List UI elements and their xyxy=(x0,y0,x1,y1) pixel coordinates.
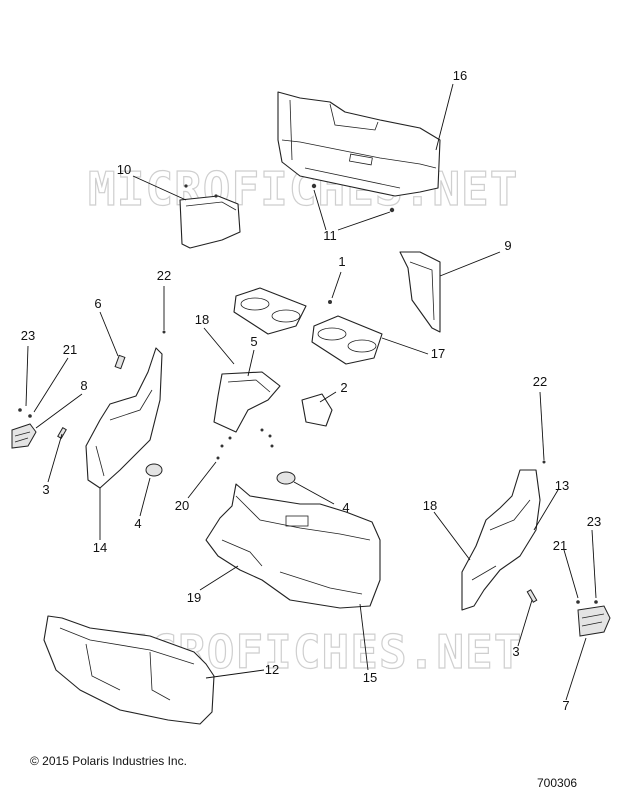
callout-10: 10 xyxy=(117,162,131,177)
callout-3-left: 3 xyxy=(42,482,49,497)
part-2-bracket xyxy=(301,393,333,427)
callout-21-right: 21 xyxy=(553,538,567,553)
callout-19: 19 xyxy=(187,590,201,605)
callout-9: 9 xyxy=(504,238,511,253)
callout-6: 6 xyxy=(94,296,101,311)
part-10-left-bracket xyxy=(179,184,241,249)
callout-7: 7 xyxy=(562,698,569,713)
callout-18-left: 18 xyxy=(195,312,209,327)
leader-lines xyxy=(25,83,597,701)
callout-20: 20 xyxy=(175,498,189,513)
callout-14: 14 xyxy=(93,540,107,555)
callout-18-right: 18 xyxy=(423,498,437,513)
fastener-22-right xyxy=(542,460,546,464)
callout-15: 15 xyxy=(363,670,377,685)
part-3-pin-left xyxy=(57,426,67,440)
diagram-number: 700306 xyxy=(537,776,578,790)
callout-5: 5 xyxy=(250,334,257,349)
callout-3-right: 3 xyxy=(512,644,519,659)
part-4-grommet-center xyxy=(276,471,296,485)
callout-2: 2 xyxy=(340,380,347,395)
part-14-left-side-panel xyxy=(85,347,163,489)
part-6-clip xyxy=(114,354,126,370)
callout-11: 11 xyxy=(323,228,337,243)
fastener-1 xyxy=(328,300,332,304)
callout-21-left: 21 xyxy=(63,342,77,357)
fastener-11b xyxy=(389,207,395,213)
part-7-handle-right xyxy=(577,605,611,637)
callout-22-right: 22 xyxy=(533,374,547,389)
callout-4-center: 4 xyxy=(342,500,349,515)
callout-16: 16 xyxy=(453,68,467,83)
fasteners-20 xyxy=(216,428,274,460)
part-13-right-side-panel xyxy=(461,469,541,611)
fastener-22-left xyxy=(162,330,166,334)
part-12-lower-tub xyxy=(43,615,215,725)
callout-17: 17 xyxy=(431,346,445,361)
part-5-console-bracket xyxy=(213,371,281,433)
fastener-23-left xyxy=(18,408,22,412)
callout-23-left: 23 xyxy=(21,328,35,343)
callout-labels: 16 10 11 1 9 22 6 18 5 17 23 21 8 2 3 4 … xyxy=(21,68,601,713)
copyright-text: © 2015 Polaris Industries Inc. xyxy=(30,754,187,768)
part-cup-holder-upper xyxy=(233,287,307,335)
callout-8: 8 xyxy=(80,378,87,393)
callout-13: 13 xyxy=(555,478,569,493)
fastener-23-right xyxy=(594,600,598,604)
part-3-pin-right xyxy=(526,589,538,603)
fastener-21-right xyxy=(576,600,580,604)
callout-23-right: 23 xyxy=(587,514,601,529)
callout-22-left: 22 xyxy=(157,268,171,283)
part-19-15-floor-panel xyxy=(205,483,381,609)
callout-4-left: 4 xyxy=(134,516,141,531)
callout-1: 1 xyxy=(338,254,345,269)
part-9-right-panel xyxy=(399,251,441,333)
fastener-21-left xyxy=(28,414,32,418)
part-16-rear-panel xyxy=(277,91,441,197)
part-4-grommet-left xyxy=(145,463,163,477)
part-17-cup-holder xyxy=(311,315,383,365)
part-8-handle-left xyxy=(11,423,37,449)
fastener-11a xyxy=(311,183,317,189)
callout-12: 12 xyxy=(265,662,279,677)
